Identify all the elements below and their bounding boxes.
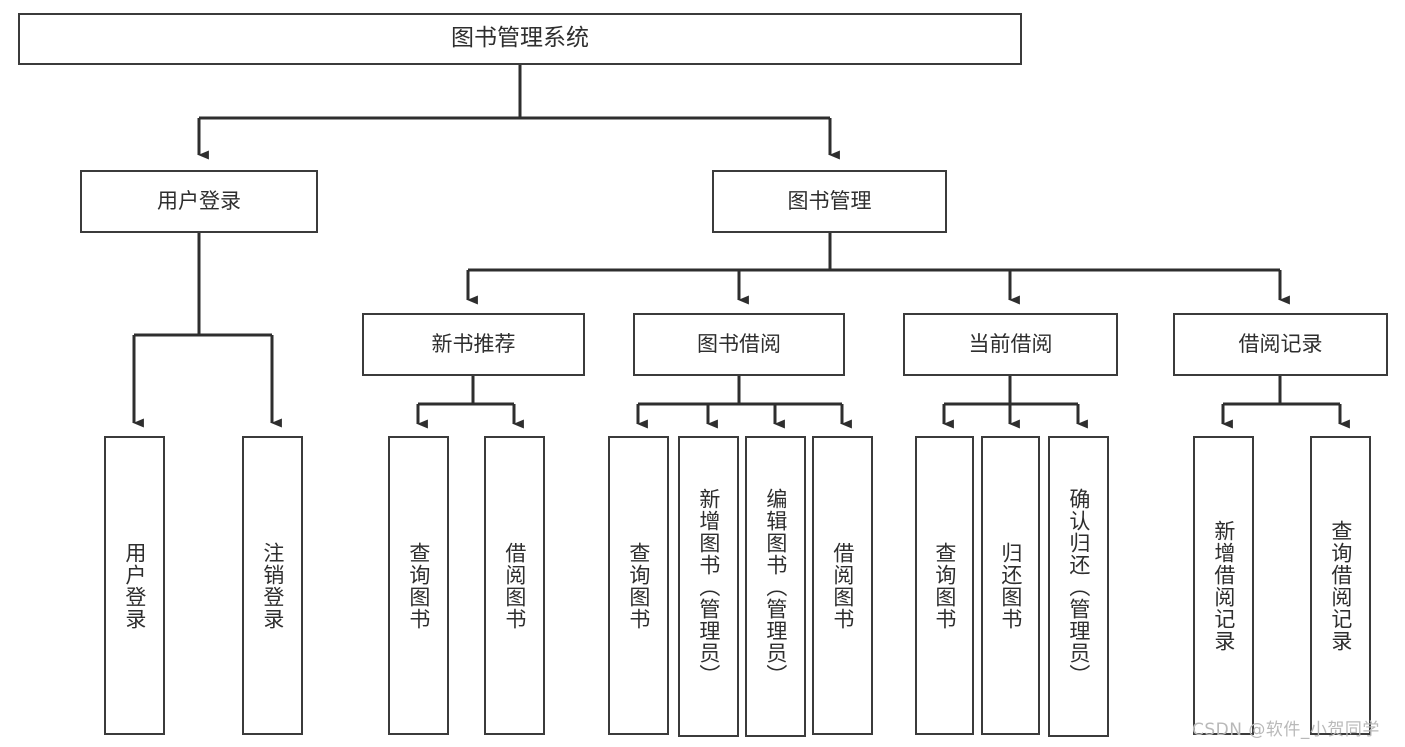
- leaf-label: 归还图书: [998, 541, 1023, 630]
- leaf-node[interactable]: 借阅图书: [484, 436, 545, 735]
- node-book-management-label: 图书管理: [787, 189, 872, 214]
- leaf-label: 确认归还（管理员）: [1066, 487, 1091, 686]
- leaf-node[interactable]: 查询图书: [915, 436, 974, 735]
- node-new-book-recommend[interactable]: 新书推荐: [362, 313, 585, 376]
- node-root-label: 图书管理系统: [451, 25, 589, 52]
- leaf-node[interactable]: 借阅图书: [812, 436, 873, 735]
- leaf-node[interactable]: 查询借阅记录: [1310, 436, 1371, 735]
- leaf-label: 借阅图书: [502, 541, 527, 630]
- node-current-borrow[interactable]: 当前借阅: [903, 313, 1118, 376]
- node-book-borrow[interactable]: 图书借阅: [633, 313, 845, 376]
- leaf-label: 查询图书: [932, 541, 957, 630]
- node-book-borrow-label: 图书借阅: [697, 332, 781, 357]
- leaf-node[interactable]: 用户登录: [104, 436, 165, 735]
- leaf-node[interactable]: 确认归还（管理员）: [1048, 436, 1109, 737]
- leaf-node[interactable]: 新增借阅记录: [1193, 436, 1254, 735]
- leaf-node[interactable]: 查询图书: [608, 436, 669, 735]
- leaf-node[interactable]: 查询图书: [388, 436, 449, 735]
- leaf-label: 查询图书: [626, 541, 651, 630]
- node-user-login[interactable]: 用户登录: [80, 170, 318, 233]
- leaf-label: 新增借阅记录: [1211, 519, 1236, 652]
- leaf-label: 借阅图书: [830, 541, 855, 630]
- leaf-label: 查询图书: [406, 541, 431, 630]
- node-book-management[interactable]: 图书管理: [712, 170, 947, 233]
- leaf-label: 新增图书（管理员）: [696, 487, 721, 686]
- node-root[interactable]: 图书管理系统: [18, 13, 1022, 65]
- node-borrow-record-label: 借阅记录: [1238, 332, 1323, 357]
- node-new-book-recommend-label: 新书推荐: [431, 332, 516, 357]
- node-borrow-record[interactable]: 借阅记录: [1173, 313, 1388, 376]
- node-user-login-label: 用户登录: [157, 189, 241, 214]
- leaf-label: 编辑图书（管理员）: [763, 487, 788, 686]
- leaf-label: 用户登录: [122, 541, 147, 630]
- leaf-node[interactable]: 注销登录: [242, 436, 303, 735]
- leaf-node[interactable]: 新增图书（管理员）: [678, 436, 739, 737]
- leaf-label: 注销登录: [260, 541, 285, 630]
- leaf-label: 查询借阅记录: [1328, 519, 1353, 652]
- leaf-node[interactable]: 编辑图书（管理员）: [745, 436, 806, 737]
- csdn-watermark: CSDN @软件_小贺同学: [1192, 720, 1380, 740]
- node-current-borrow-label: 当前借阅: [968, 332, 1053, 357]
- leaf-node[interactable]: 归还图书: [981, 436, 1040, 735]
